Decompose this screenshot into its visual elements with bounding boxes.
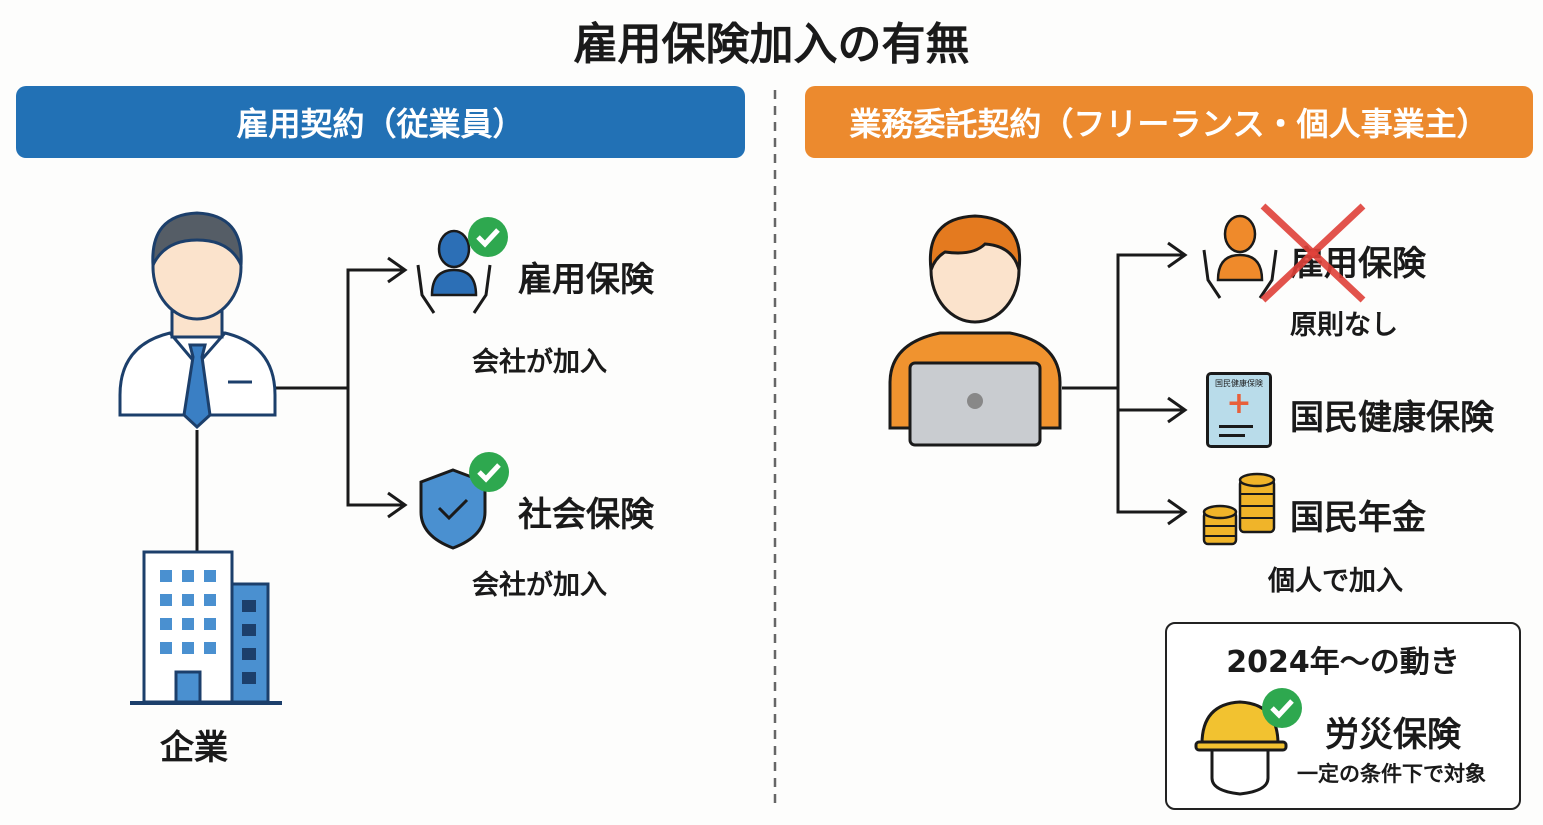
right-item-national-pension: 国民年金	[1290, 498, 1426, 538]
workers-comp-note: 一定の条件下で対象	[1297, 762, 1486, 786]
hard-hat-icon	[1194, 688, 1302, 796]
employment-insurance-icon	[416, 217, 508, 314]
employment-contract-header: 雇用契約（従業員）	[16, 86, 745, 158]
workers-comp-insurance: 労災保険	[1325, 715, 1461, 755]
health-insurance-card-text: 国民健康保険	[1215, 379, 1263, 388]
outsourcing-contract-header: 業務委託契約（フリーランス・個人事業主）	[805, 86, 1533, 158]
left-item-employment-insurance: 雇用保険	[518, 260, 654, 300]
coins-icon	[1202, 472, 1276, 546]
freelancer-laptop-icon	[888, 214, 1062, 447]
left-item-social-insurance: 社会保険	[518, 495, 654, 535]
page-title: 雇用保険加入の有無	[573, 19, 970, 70]
employee-icon	[118, 211, 277, 430]
employment-insurance-crossed-icon	[1202, 214, 1278, 299]
left-item-social-insurance-note: 会社が加入	[472, 570, 607, 601]
cross-mark-icon	[1260, 203, 1366, 303]
right-item-national-health-insurance: 国民健康保険	[1290, 398, 1494, 438]
health-insurance-card-icon: 国民健康保険 +	[1206, 372, 1272, 448]
company-label: 企業	[160, 728, 228, 768]
update-box-title: 2024年〜の動き	[1226, 645, 1460, 680]
individual-enrollment-note: 個人で加入	[1268, 566, 1403, 597]
left-item-employment-insurance-note: 会社が加入	[472, 347, 607, 378]
social-insurance-shield-icon	[419, 452, 509, 550]
right-item-employment-insurance-note: 原則なし	[1290, 310, 1398, 341]
company-building-icon	[130, 550, 282, 705]
